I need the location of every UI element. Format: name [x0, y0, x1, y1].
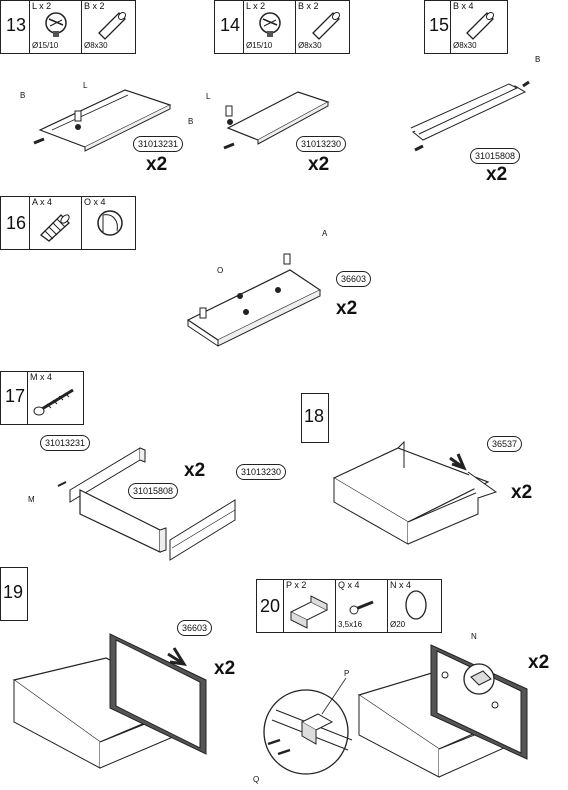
cam-lock-icon — [259, 12, 281, 37]
step-19-box: 19 — [0, 567, 28, 621]
step-20-hw3-size: Ø20 — [390, 620, 406, 629]
step-20-letter-q: Q — [253, 775, 260, 784]
step-20-box: 20 P x 2 Q x 4 3,5x16 N x 4 Ø20 — [256, 579, 442, 633]
dowel-icon — [98, 11, 127, 40]
step-16-divider-1 — [29, 197, 30, 249]
step-13-panel-drawing — [33, 89, 172, 152]
step-20-hw3-label: N x 4 — [390, 580, 412, 590]
step-17-part-callout-3: 31013230 — [236, 464, 287, 480]
step-14-divider-1 — [243, 1, 244, 53]
step-16-panel-drawing — [186, 253, 322, 347]
step-16-multiplier: x2 — [336, 298, 358, 319]
step-18-multiplier: x2 — [511, 482, 533, 503]
step-19-multiplier: x2 — [214, 658, 236, 679]
step-16-letter-a: A — [322, 229, 328, 238]
step-14-hw2-label: B x 2 — [298, 1, 319, 11]
step-13-hw2-size: Ø8x30 — [84, 41, 108, 50]
step-15-hw1-label: B x 4 — [453, 1, 474, 11]
step-14-letter-l: L — [206, 92, 211, 101]
step-19-drawer-drawing — [12, 633, 207, 769]
step-13-letter-l: L — [83, 81, 88, 90]
step-20-drawer-drawing — [357, 644, 528, 778]
step-14-box: 14 L x 2 Ø15/10 B x 2 Ø8x30 — [214, 0, 350, 54]
step-15-box: 15 B x 4 Ø8x30 — [424, 0, 508, 54]
step-15-divider-1 — [450, 1, 451, 53]
step-19-part-callout: 36603 — [177, 620, 213, 636]
step-14-letter-b: B — [188, 117, 194, 126]
step-20-number: 20 — [260, 596, 281, 616]
step-13-letter-b: B — [20, 91, 26, 100]
step-16-hw1-label: A x 4 — [32, 197, 53, 207]
step-20-divider-1 — [283, 580, 284, 632]
round-cap-icon — [405, 590, 427, 620]
step-18-drawer-drawing — [332, 440, 498, 545]
step-13-divider-1 — [29, 1, 30, 53]
step-18-box: 18 — [301, 393, 329, 443]
step-13-hw1-label: L x 2 — [32, 1, 52, 11]
step-14-hw1-size: Ø15/10 — [246, 41, 273, 50]
step-16-divider-2 — [81, 197, 82, 249]
small-screw-icon — [349, 600, 374, 615]
step-14-panel-drawing — [223, 91, 330, 150]
step-15-part-callout: 31015808 — [470, 148, 521, 164]
step-13-divider-2 — [81, 1, 82, 53]
step-17-assembly-drawing — [57, 447, 236, 561]
step-15-letter-b: B — [535, 55, 541, 64]
step-14-number: 14 — [220, 15, 241, 35]
step-20-divider-2 — [335, 580, 336, 632]
step-20-letter-p: P — [344, 669, 350, 678]
step-17-divider-1 — [27, 372, 28, 424]
dowel-icon — [466, 11, 495, 40]
screw-insert-icon — [40, 214, 70, 242]
step-17-letter-m: M — [28, 495, 35, 504]
step-14-part-callout: 31013230 — [296, 136, 347, 152]
step-17-multiplier: x2 — [184, 460, 206, 481]
step-15-number: 15 — [429, 15, 450, 35]
step-16-box: 16 A x 4 O x 4 — [0, 196, 136, 250]
cam-lock-icon — [45, 12, 67, 37]
step-17-hw1-label: M x 4 — [30, 372, 53, 382]
step-20-detail-drawing — [263, 677, 353, 775]
step-13-box: 13 L x 2 Ø15/10 B x 2 Ø8x30 — [0, 0, 136, 54]
step-13-part-callout: 31013231 — [133, 136, 184, 152]
step-20-hw1-label: P x 2 — [286, 580, 307, 590]
step-17-part-callout-1: 31013231 — [40, 435, 91, 451]
step-17-part-callout-2: 31015808 — [128, 483, 179, 499]
step-15-hw1-size: Ø8x30 — [453, 41, 477, 50]
step-14-multiplier: x2 — [308, 154, 330, 175]
step-16-part-callout: 36603 — [336, 271, 372, 287]
step-13-hw1-size: Ø15/10 — [32, 41, 59, 50]
step-15-multiplier: x2 — [486, 164, 508, 185]
step-16-number: 16 — [6, 213, 27, 233]
step-14-hw2-size: Ø8x30 — [298, 41, 322, 50]
step-17-number: 17 — [5, 386, 26, 406]
dowel-icon — [312, 11, 341, 40]
step-15-panel-drawing — [410, 80, 530, 152]
screw-icon — [33, 388, 74, 416]
step-13-multiplier: x2 — [146, 154, 168, 175]
step-19-number: 19 — [3, 582, 24, 602]
step-13-hw2-label: B x 2 — [84, 1, 105, 11]
cap-icon — [97, 210, 123, 236]
step-20-divider-3 — [387, 580, 388, 632]
step-20-hw2-label: Q x 4 — [338, 580, 360, 590]
step-14-hw1-label: L x 2 — [246, 1, 266, 11]
step-18-number: 18 — [304, 406, 325, 426]
step-20-hw2-size: 3,5x16 — [338, 620, 363, 629]
bracket-icon — [289, 595, 329, 629]
step-20-multiplier: x2 — [528, 652, 550, 673]
step-18-part-callout: 36537 — [487, 436, 523, 452]
step-20-letter-n: N — [471, 632, 477, 641]
step-17-box: 17 M x 4 — [0, 371, 84, 425]
step-13-number: 13 — [6, 15, 27, 35]
step-16-hw2-label: O x 4 — [84, 197, 106, 207]
step-16-letter-o: O — [217, 266, 224, 275]
step-14-divider-2 — [295, 1, 296, 53]
